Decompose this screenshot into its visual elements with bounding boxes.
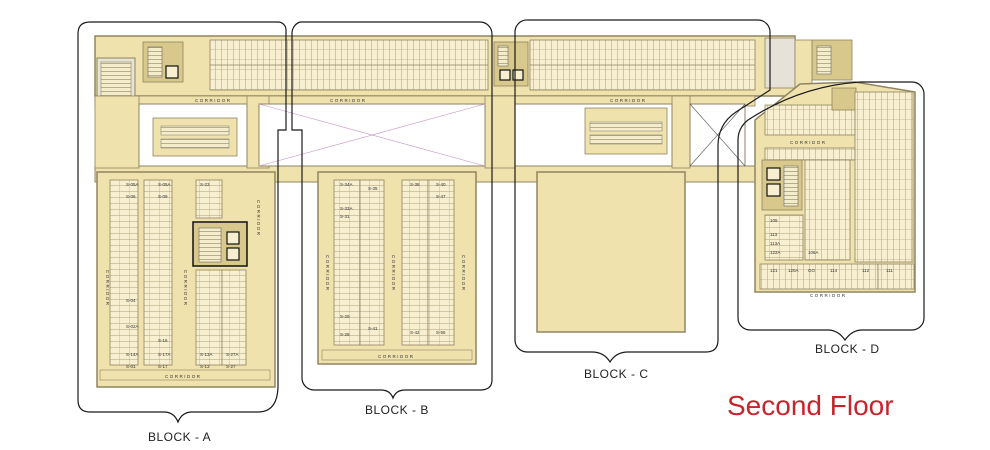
block-d-outline (737, 81, 925, 342)
svg-text:121: 121 (770, 268, 778, 273)
svg-text:122A: 122A (770, 250, 781, 255)
svg-text:S-01: S-01 (126, 364, 136, 369)
corridor-label: CORRIDOR (183, 270, 188, 307)
svg-text:113A: 113A (770, 241, 780, 246)
svg-text:120A: 120A (788, 268, 799, 273)
corridor-label: CORRIDOR (330, 98, 367, 103)
block-c-label: BLOCK - C (584, 367, 649, 381)
corridor-label: CORRIDOR (105, 270, 110, 307)
svg-text:S-41: S-41 (368, 326, 378, 331)
svg-text:S-23: S-23 (200, 182, 210, 187)
svg-text:113: 113 (770, 232, 778, 237)
svg-text:S-17A: S-17A (158, 352, 171, 357)
corridor-label: CORRIDOR (810, 293, 847, 298)
unit-labels-block-a: S-05A S-05A S-06 S-09 S-23 S-04 S-02A S-… (126, 182, 239, 369)
block-c-floor (536, 171, 686, 333)
svg-text:111: 111 (886, 268, 893, 273)
svg-text:S-33A: S-33A (340, 206, 353, 211)
block-d-label: BLOCK - D (815, 342, 880, 356)
svg-text:S-35: S-35 (368, 186, 378, 191)
svg-text:S-04: S-04 (126, 298, 136, 303)
corridor-label: CORRIDOR (325, 255, 330, 292)
svg-text:S-38: S-38 (410, 182, 420, 187)
corridor-label: CORRIDOR (790, 140, 827, 145)
svg-text:S-29: S-29 (340, 314, 350, 319)
svg-text:GO: GO (808, 268, 816, 273)
svg-text:S-55: S-55 (436, 330, 446, 335)
svg-text:S-47: S-47 (436, 194, 446, 199)
atrium-voids (138, 103, 746, 167)
svg-text:S-40: S-40 (436, 182, 446, 187)
block-c-outline (514, 19, 771, 364)
svg-text:105: 105 (770, 218, 778, 223)
svg-text:S-27A: S-27A (226, 352, 239, 357)
unit-labels-block-b: S-34A S-35 S-38 S-40 S-47 S-33A S-31 S-2… (340, 182, 446, 337)
svg-text:114: 114 (830, 268, 838, 273)
block-a-outline (77, 21, 287, 424)
block-d-floor: CORRIDOR CORRIDOR (754, 81, 916, 298)
block-b-label: BLOCK - B (365, 403, 429, 417)
block-a-label: BLOCK - A (148, 430, 212, 444)
svg-text:S-42: S-42 (410, 330, 420, 335)
corridor-label: CORRIDOR (195, 98, 232, 103)
svg-text:S-05A: S-05A (158, 182, 171, 187)
corridor-label: CORRIDOR (256, 200, 261, 237)
corridor-label: CORRIDOR (378, 354, 415, 359)
svg-text:S-14A: S-14A (126, 352, 139, 357)
svg-text:S-31: S-31 (340, 214, 350, 219)
block-a-floor: CORRIDOR CORRIDOR CORRIDOR CORRIDOR (96, 171, 276, 388)
svg-text:S-05A: S-05A (126, 182, 139, 187)
svg-text:S-02A: S-02A (126, 324, 139, 329)
svg-text:S-09: S-09 (158, 194, 168, 199)
corridor-label: CORRIDOR (461, 255, 466, 292)
corridor-label: CORRIDOR (610, 98, 647, 103)
unit-labels-block-d: 105 113 113A 122A 106A 121 120A GO 114 1… (770, 218, 893, 273)
corridor-label: CORRIDOR (391, 255, 396, 292)
corridor-label: CORRIDOR (165, 374, 202, 379)
svg-text:S-27: S-27 (226, 364, 236, 369)
svg-text:112: 112 (862, 268, 870, 273)
block-b-outline (291, 21, 493, 400)
block-b-floor: CORRIDOR CORRIDOR CORRIDOR CORRIDOR (317, 171, 477, 365)
floor-title: Second Floor (727, 390, 894, 421)
svg-text:S-13A: S-13A (200, 352, 213, 357)
svg-text:S-17: S-17 (158, 364, 168, 369)
svg-text:106A: 106A (808, 250, 819, 255)
svg-text:S-06: S-06 (126, 194, 136, 199)
svg-text:S-28: S-28 (340, 332, 350, 337)
svg-text:S-13: S-13 (200, 364, 210, 369)
top-shop-strip (142, 37, 853, 91)
svg-text:S-34A: S-34A (340, 182, 353, 187)
svg-text:S-16: S-16 (158, 338, 168, 343)
